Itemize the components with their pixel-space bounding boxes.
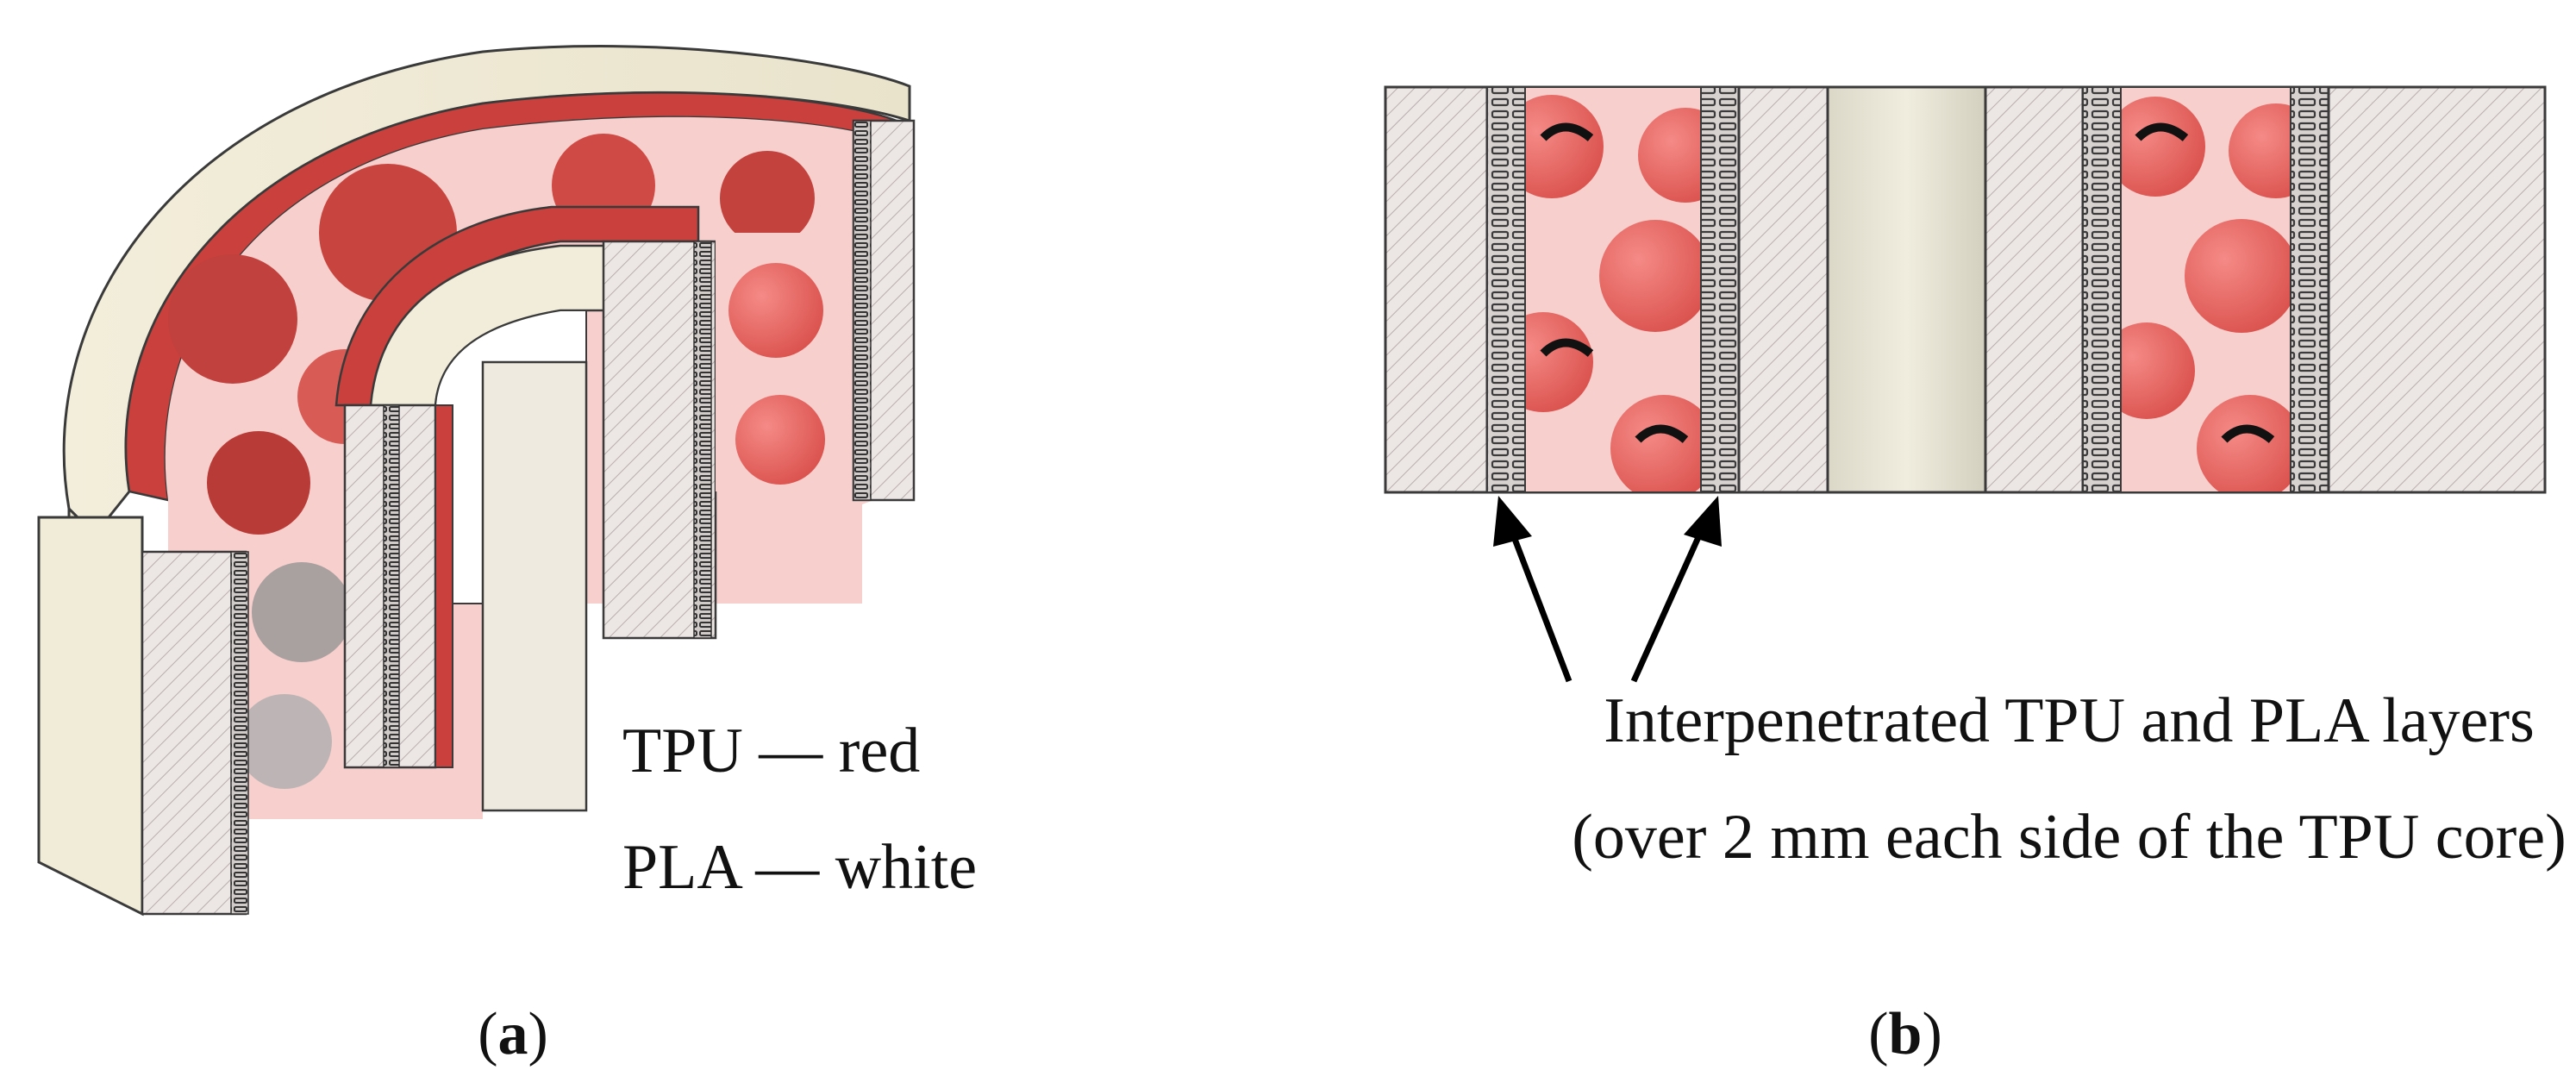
annotation-line-1: Interpenetrated TPU and PLA layers — [1604, 685, 2535, 756]
arrow-up-icon — [1630, 496, 1722, 683]
pla-wall-left — [1384, 85, 1489, 494]
caption-b-letter: b — [1889, 1001, 1923, 1067]
caption-b-close: ) — [1922, 1001, 1941, 1067]
panel-b-cross-section — [1384, 85, 2547, 494]
caption-b: (b) — [1868, 1001, 1942, 1067]
mesh-layer-2 — [1700, 86, 1740, 493]
right-cut-mesh-2 — [853, 120, 872, 501]
annotation-line-2: (over 2 mm each side of the TPU core) — [1572, 802, 2566, 873]
pla-wall-center-left — [1737, 85, 1829, 494]
caption-a-open: ( — [478, 1001, 497, 1067]
pla-wall-right — [2327, 85, 2547, 494]
arrow-up-icon — [1493, 496, 1572, 683]
inner-ring-red — [435, 404, 453, 768]
caption-a: (a) — [478, 1001, 548, 1067]
legend-pla: PLA — white — [622, 832, 977, 903]
outer-shell-front — [37, 516, 144, 917]
mesh-layer-3 — [2082, 86, 2122, 493]
mesh-layer-1 — [1486, 86, 1526, 493]
caption-a-letter: a — [498, 1001, 528, 1067]
panel-a-cutaway — [37, 45, 916, 917]
pla-wall-center-right — [1984, 85, 2085, 494]
inner-hole-wall — [481, 360, 588, 812]
tpu-core-right — [2121, 87, 2291, 492]
inner-ring-mesh — [383, 404, 400, 768]
mesh-layer-4 — [2290, 86, 2329, 493]
outer-cut-face-left — [141, 550, 247, 916]
legend-tpu: TPU — red — [622, 716, 920, 786]
tpu-core-left — [1525, 87, 1701, 492]
outer-cut-mesh-left — [230, 551, 249, 915]
right-lattice-blob-2 — [735, 395, 825, 485]
right-cut-mesh-1 — [693, 241, 712, 639]
caption-a-close: ) — [528, 1001, 548, 1067]
right-lattice-blob-1 — [728, 263, 823, 358]
central-hole — [1826, 85, 1987, 494]
caption-b-open: ( — [1868, 1001, 1888, 1067]
